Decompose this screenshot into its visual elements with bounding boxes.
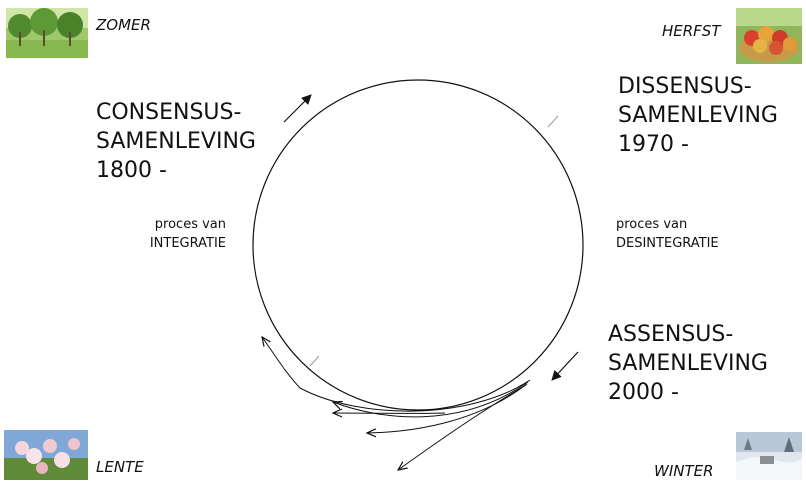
- consensus-arrow: [284, 95, 311, 122]
- dissensus-line1: DISSENSUS-: [618, 72, 778, 101]
- branch-arrow-1: [262, 337, 530, 411]
- integration-process-label: proces van INTEGRATIE: [120, 215, 226, 253]
- dissensus-line2: SAMENLEVING: [618, 101, 778, 130]
- integration-line2: INTEGRATIE: [120, 234, 226, 253]
- branch-arrow-2: [333, 382, 528, 417]
- assensus-arrow: [552, 352, 578, 380]
- assensus-line2: SAMENLEVING: [608, 349, 768, 378]
- dissensus-line3: 1970 -: [618, 130, 778, 159]
- assensus-line1: ASSENSUS-: [608, 320, 768, 349]
- consensus-line2: SAMENLEVING: [96, 127, 256, 156]
- disintegration-line2: DESINTEGRATIE: [616, 234, 719, 253]
- dissensus-tick: [548, 116, 558, 127]
- assensus-line3: 2000 -: [608, 378, 768, 407]
- assensus-society-label: ASSENSUS- SAMENLEVING 2000 -: [608, 320, 768, 407]
- integration-line1: proces van: [120, 215, 226, 234]
- dissensus-society-label: DISSENSUS- SAMENLEVING 1970 -: [618, 72, 778, 159]
- consensus-line3: 1800 -: [96, 156, 256, 185]
- disintegration-process-label: proces van DESINTEGRATIE: [616, 215, 719, 253]
- disintegration-line1: proces van: [616, 215, 719, 234]
- consensus-line1: CONSENSUS-: [96, 98, 256, 127]
- society-cycle-circle: [253, 80, 583, 410]
- consensus-society-label: CONSENSUS- SAMENLEVING 1800 -: [96, 98, 256, 185]
- assensus-tick: [310, 356, 319, 366]
